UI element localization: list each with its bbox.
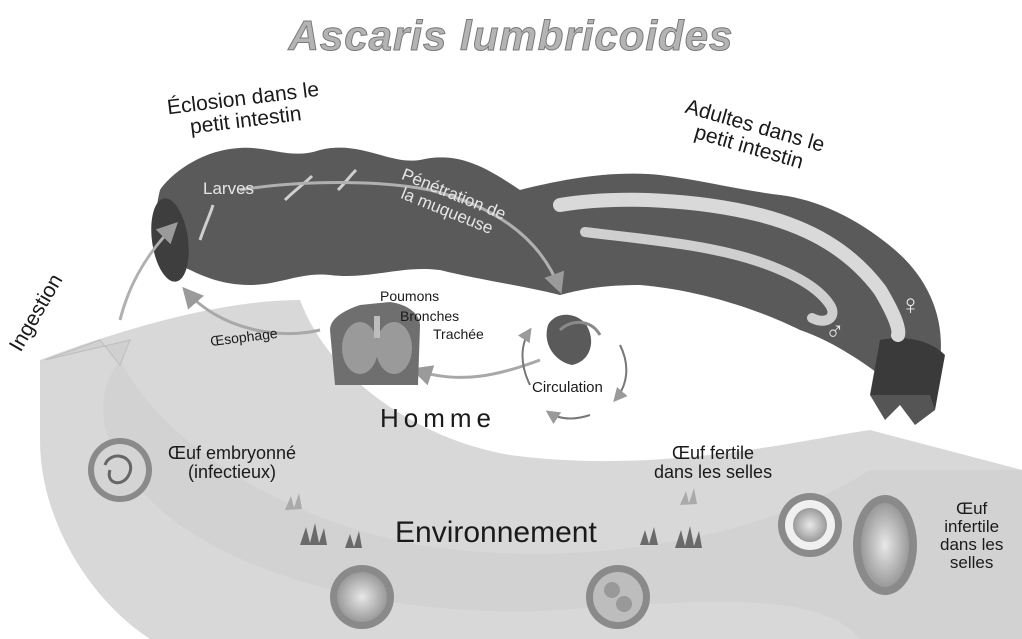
circulation-to-lung-arrow (415, 360, 540, 377)
label-poumons: Poumons (380, 289, 439, 304)
diagram-title: Ascaris lumbricoides (0, 12, 1022, 60)
egg-fertile (778, 493, 842, 557)
label-oeuf-fertile: Œuf fertile dans les selles (654, 444, 772, 482)
label-larves: Larves (203, 180, 254, 198)
female-symbol: ♀ (900, 290, 921, 319)
circulation-arc (523, 330, 531, 385)
label-trachee: Trachée (433, 327, 484, 342)
egg-embryonated (88, 438, 152, 502)
egg-environment-1 (330, 565, 394, 629)
egg-infertile (853, 495, 917, 595)
circulation-arc (548, 412, 590, 418)
male-symbol: ♂ (825, 318, 845, 345)
egg-environment-2 (586, 565, 650, 629)
circulation-arc (615, 345, 626, 400)
label-homme: Homme (380, 405, 496, 432)
label-bronches: Bronches (400, 309, 459, 324)
label-circulation: Circulation (532, 380, 603, 396)
label-oeuf-embryonne: Œuf embryonné (infectieux) (168, 444, 296, 482)
label-environnement: Environnement (395, 517, 597, 549)
label-oeuf-infertile: Œuf infertile dans les selles (940, 500, 1003, 571)
